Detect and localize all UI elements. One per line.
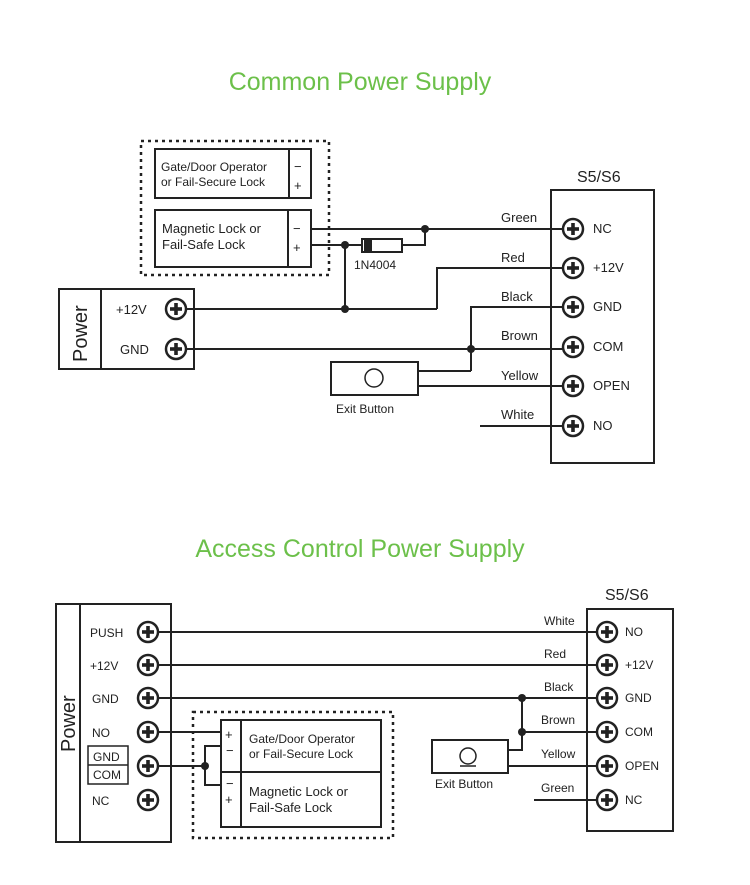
- lock-enclosure-2: [191, 710, 395, 840]
- controller-terminals-2: NO +12V GND COM OPEN NC: [595, 620, 659, 812]
- svg-text:+12V: +12V: [116, 302, 147, 317]
- svg-text:Green: Green: [501, 210, 537, 225]
- svg-text:COM: COM: [625, 725, 653, 739]
- svg-text:Exit Button: Exit Button: [435, 777, 493, 791]
- diagram2-title: Access Control Power Supply: [195, 535, 525, 563]
- svg-text:GND: GND: [93, 750, 120, 764]
- svg-text:Red: Red: [501, 250, 525, 265]
- svg-text:1N4004: 1N4004: [354, 258, 396, 272]
- svg-text:Red: Red: [544, 647, 566, 661]
- svg-text:White: White: [501, 407, 534, 422]
- svg-text:White: White: [544, 614, 575, 628]
- lock-enclosure: [139, 139, 331, 277]
- exit-button-2: Exit Button: [431, 739, 509, 791]
- svg-text:NC: NC: [92, 794, 110, 808]
- wires-2: [158, 631, 597, 801]
- svg-text:OPEN: OPEN: [593, 378, 630, 393]
- svg-text:GND: GND: [625, 691, 652, 705]
- svg-text:Fail-Safe Lock: Fail-Safe Lock: [249, 800, 333, 815]
- svg-text:or Fail-Secure Lock: or Fail-Secure Lock: [161, 175, 266, 189]
- controller-label-2: S5/S6: [605, 587, 649, 604]
- svg-text:Power: Power: [70, 305, 92, 362]
- svg-text:Brown: Brown: [541, 713, 575, 727]
- svg-text:−: −: [226, 776, 234, 791]
- wire-labels-2: White Red Black Brown Yellow Green: [541, 614, 576, 795]
- power-supply-2: Power PUSH +12V GND NO GND COM NC: [55, 603, 172, 843]
- svg-text:Brown: Brown: [501, 328, 538, 343]
- diagram1-title: Common Power Supply: [229, 68, 492, 96]
- svg-text:or Fail-Secure Lock: or Fail-Secure Lock: [249, 747, 354, 761]
- svg-text:+12V: +12V: [90, 659, 118, 673]
- controller-terminals-1: NC +12V GND COM OPEN NO: [561, 217, 630, 438]
- svg-text:+: +: [225, 792, 233, 807]
- svg-text:GND: GND: [120, 342, 149, 357]
- svg-text:−: −: [226, 743, 234, 758]
- svg-text:Gate/Door Operator: Gate/Door Operator: [161, 160, 267, 174]
- wire-labels-1: Green Red Black Brown Yellow White: [501, 210, 539, 422]
- svg-text:Black: Black: [544, 680, 574, 694]
- svg-text:NC: NC: [625, 793, 643, 807]
- svg-text:+: +: [293, 240, 301, 255]
- svg-text:OPEN: OPEN: [625, 759, 659, 773]
- svg-text:Gate/Door Operator: Gate/Door Operator: [249, 732, 355, 746]
- svg-text:Fail-Safe Lock: Fail-Safe Lock: [162, 237, 246, 252]
- svg-text:Yellow: Yellow: [501, 368, 539, 383]
- svg-text:Magnetic Lock or: Magnetic Lock or: [162, 221, 262, 236]
- svg-text:COM: COM: [593, 339, 623, 354]
- fail-safe-lock-2: − + Magnetic Lock or Fail-Safe Lock: [220, 771, 382, 828]
- svg-text:−: −: [293, 221, 301, 236]
- svg-text:−: −: [294, 159, 302, 174]
- svg-text:+: +: [294, 178, 302, 193]
- diode-1n4004: 1N4004: [354, 238, 403, 272]
- svg-text:+12V: +12V: [593, 260, 624, 275]
- svg-text:COM: COM: [93, 768, 121, 782]
- svg-text:NC: NC: [593, 221, 612, 236]
- exit-button-1: Exit Button: [330, 361, 419, 416]
- svg-text:GND: GND: [593, 299, 622, 314]
- svg-text:+12V: +12V: [625, 658, 653, 672]
- svg-text:PUSH: PUSH: [90, 626, 123, 640]
- svg-text:Green: Green: [541, 781, 574, 795]
- power-supply-1: Power +12V GND: [58, 288, 195, 370]
- svg-text:Yellow: Yellow: [541, 747, 576, 761]
- svg-text:+: +: [225, 727, 233, 742]
- svg-text:Magnetic Lock or: Magnetic Lock or: [249, 784, 349, 799]
- svg-text:Black: Black: [501, 289, 533, 304]
- svg-text:Exit Button: Exit Button: [336, 402, 394, 416]
- fail-secure-lock-2: + − Gate/Door Operator or Fail-Secure Lo…: [220, 719, 382, 773]
- svg-text:NO: NO: [92, 726, 110, 740]
- svg-text:Power: Power: [58, 695, 80, 752]
- fail-secure-lock: Gate/Door Operator or Fail-Secure Lock −…: [154, 148, 312, 199]
- controller-label-1: S5/S6: [577, 169, 621, 186]
- svg-text:GND: GND: [92, 692, 119, 706]
- wires-1: [186, 225, 563, 427]
- svg-text:NO: NO: [625, 625, 643, 639]
- fail-safe-lock: Magnetic Lock or Fail-Safe Lock − +: [154, 209, 312, 268]
- svg-text:NO: NO: [593, 418, 613, 433]
